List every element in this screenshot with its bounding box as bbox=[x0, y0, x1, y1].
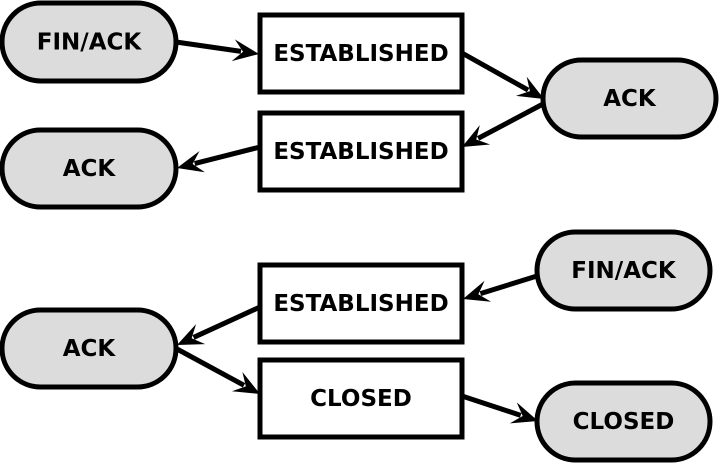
node-pill-shape[interactable] bbox=[540, 57, 719, 140]
edge-arrow bbox=[461, 393, 538, 424]
arrowhead-icon bbox=[462, 125, 491, 147]
state-node-ack[interactable]: ACK bbox=[0, 307, 179, 390]
edge-arrow bbox=[175, 39, 259, 62]
state-node-established[interactable]: ESTABLISHED bbox=[257, 12, 465, 95]
node-label: ACK bbox=[63, 336, 117, 362]
node-label: CLOSED bbox=[573, 409, 675, 435]
node-pill-shape[interactable] bbox=[534, 229, 713, 312]
node-label: ESTABLISHED bbox=[273, 291, 448, 317]
state-node-fin-ack[interactable]: FIN/ACK bbox=[0, 0, 179, 84]
node-pill-shape[interactable] bbox=[0, 307, 179, 390]
edge-line bbox=[461, 393, 522, 418]
arrowhead-icon bbox=[231, 39, 259, 62]
state-node-closed[interactable]: CLOSED bbox=[534, 380, 713, 463]
node-label: ACK bbox=[603, 86, 657, 112]
node-label: ESTABLISHED bbox=[273, 139, 448, 165]
node-label: CLOSED bbox=[310, 386, 412, 412]
node-pill-shape[interactable] bbox=[0, 0, 179, 84]
arrowhead-icon bbox=[509, 402, 538, 424]
node-label: ACK bbox=[63, 156, 117, 182]
edge-line bbox=[476, 101, 545, 141]
state-node-ack[interactable]: ACK bbox=[540, 57, 719, 140]
edge-arrow bbox=[460, 50, 544, 99]
edge-arrow bbox=[463, 273, 538, 302]
edges-layer bbox=[175, 39, 545, 424]
edge-arrow bbox=[462, 101, 545, 147]
node-rect-shape[interactable] bbox=[257, 110, 465, 193]
edge-arrow bbox=[177, 144, 261, 173]
edge-line bbox=[194, 144, 261, 166]
edge-arrow bbox=[177, 304, 262, 345]
state-node-ack[interactable]: ACK bbox=[0, 127, 179, 210]
edge-line bbox=[175, 346, 246, 388]
edge-line bbox=[460, 50, 530, 93]
node-rect-shape[interactable] bbox=[257, 357, 465, 440]
state-node-established[interactable]: ESTABLISHED bbox=[257, 262, 465, 345]
edge-line bbox=[192, 304, 262, 340]
node-rect-shape[interactable] bbox=[257, 12, 465, 95]
state-node-established[interactable]: ESTABLISHED bbox=[257, 110, 465, 193]
arrowhead-icon bbox=[463, 280, 492, 302]
edge-line bbox=[479, 273, 538, 296]
arrowhead-icon bbox=[231, 371, 260, 394]
arrowhead-icon bbox=[177, 150, 205, 173]
edge-line bbox=[175, 39, 242, 54]
node-rect-shape[interactable] bbox=[257, 262, 465, 345]
node-label: FIN/ACK bbox=[571, 258, 677, 284]
arrowhead-icon bbox=[515, 76, 544, 99]
node-pill-shape[interactable] bbox=[0, 127, 179, 210]
node-pill-shape[interactable] bbox=[534, 380, 713, 463]
state-node-closed[interactable]: CLOSED bbox=[257, 357, 465, 440]
arrowhead-icon bbox=[177, 324, 206, 345]
node-label: ESTABLISHED bbox=[273, 41, 448, 67]
node-label: FIN/ACK bbox=[37, 30, 143, 56]
state-node-fin-ack[interactable]: FIN/ACK bbox=[534, 229, 713, 312]
edge-arrow bbox=[175, 346, 260, 394]
